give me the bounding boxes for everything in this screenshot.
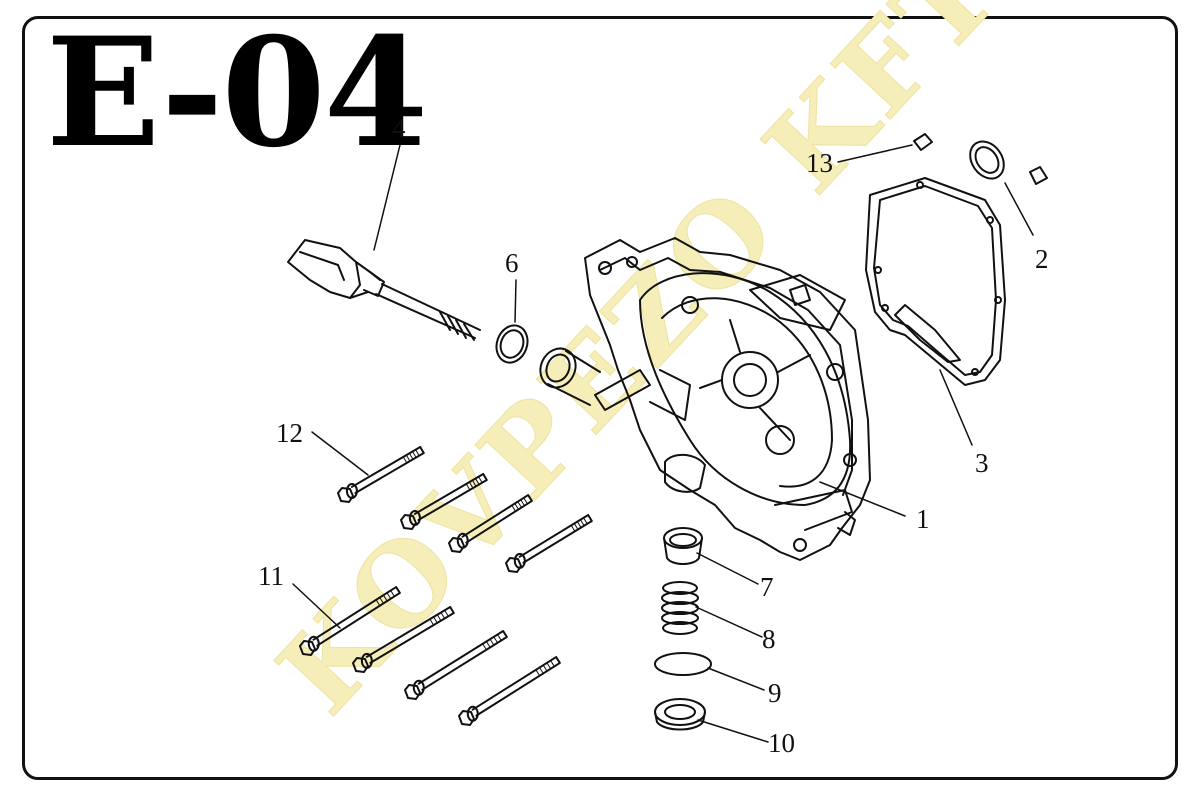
bolt-thread: [390, 590, 395, 597]
bolt-thread: [412, 450, 417, 459]
leader-lines: [292, 144, 1034, 743]
bolt-head: [299, 640, 316, 656]
bolt-thread: [375, 599, 381, 607]
bolt-head: [352, 657, 369, 673]
bolt-shank: [518, 514, 593, 564]
o-ring: [654, 652, 712, 676]
callout-11: 11: [258, 561, 284, 591]
bolt-head: [400, 514, 417, 530]
bolt-thread: [433, 616, 438, 624]
bolt-thread: [408, 452, 414, 460]
bolt-thread: [579, 519, 585, 527]
filler-neck: [539, 347, 601, 406]
bolt-thread: [440, 611, 446, 620]
bolt-thread: [489, 638, 495, 646]
bolt-flange: [456, 532, 469, 549]
bolt-thread: [573, 522, 579, 530]
bolt-thread: [517, 501, 523, 509]
bolt-head: [448, 537, 465, 553]
bolt-thread: [471, 479, 477, 487]
callout-6: 6: [505, 248, 519, 278]
bolt-head: [505, 557, 522, 573]
bolt-thread: [382, 594, 388, 602]
diagram-frame: [22, 16, 1178, 780]
bolt-thread: [475, 477, 480, 486]
dowel-pins: [913, 133, 1048, 185]
bolt-thread: [478, 476, 483, 484]
spring: [661, 581, 699, 635]
oil-seal-ring: [495, 324, 529, 364]
page-title: E-04: [46, 5, 428, 181]
bolt-thread: [429, 618, 435, 626]
bolt-shank: [350, 445, 425, 494]
bolt-thread: [468, 481, 474, 489]
bolt-thread: [550, 660, 555, 667]
callout-3: 3: [975, 448, 989, 478]
bolt-thread: [415, 449, 420, 457]
bolt-thread: [535, 669, 541, 677]
bolt-thread: [583, 517, 588, 525]
bolt-shank: [365, 605, 455, 664]
shaft-seal: [969, 140, 1005, 180]
callout-1: 1: [916, 504, 930, 534]
callout-10: 10: [768, 728, 795, 758]
bolt-thread: [379, 596, 385, 604]
bolt-thread: [570, 524, 576, 532]
bolt-thread: [436, 614, 442, 622]
bolt-shank: [417, 630, 508, 691]
gasket: [865, 177, 1006, 386]
bolt-shank: [312, 586, 401, 647]
bolt-thread: [542, 664, 548, 672]
bolt-thread: [514, 503, 520, 510]
callout-4: 4: [392, 113, 406, 143]
bolt-thread: [402, 456, 408, 464]
callout-13: 13: [806, 148, 833, 178]
callout-2: 2: [1035, 244, 1049, 274]
bolt-thread: [405, 454, 411, 462]
bolt-thread: [485, 640, 491, 648]
bolt-shank: [461, 494, 533, 544]
bolt-flange: [307, 635, 320, 652]
callout-7: 7: [760, 572, 774, 602]
bolt-thread: [386, 592, 392, 600]
bolt-thread: [493, 636, 499, 644]
drain-plug: [654, 698, 706, 731]
bolt-head: [337, 487, 354, 503]
bolt-thread: [444, 609, 449, 617]
bolt-thread: [523, 497, 528, 505]
filter-cap: [663, 527, 703, 565]
bolt-head: [404, 684, 421, 700]
callout-9: 9: [768, 678, 782, 708]
bolt-shank: [471, 656, 561, 717]
bolt-flange: [466, 705, 479, 722]
bolt-thread: [497, 634, 502, 641]
bolt-shank: [413, 472, 488, 521]
bolt-flange: [345, 482, 358, 499]
bolt-flange: [412, 679, 425, 696]
callout-8: 8: [762, 624, 776, 654]
bolt-head: [458, 710, 475, 726]
bolt-thread: [576, 521, 582, 529]
bolt-flange: [408, 509, 421, 526]
bolt-thread: [482, 643, 487, 651]
bolt-thread: [465, 483, 471, 491]
dipstick: [287, 239, 481, 341]
callout-12: 12: [276, 418, 303, 448]
crankcase-cover: [584, 237, 871, 561]
bolt-thread: [546, 662, 552, 670]
bolt-thread: [539, 666, 544, 674]
bolt-flange: [513, 552, 526, 569]
bolt-flange: [360, 652, 373, 669]
bolt-thread: [511, 504, 517, 512]
bolt-thread: [520, 499, 525, 507]
bolts: [299, 445, 593, 726]
